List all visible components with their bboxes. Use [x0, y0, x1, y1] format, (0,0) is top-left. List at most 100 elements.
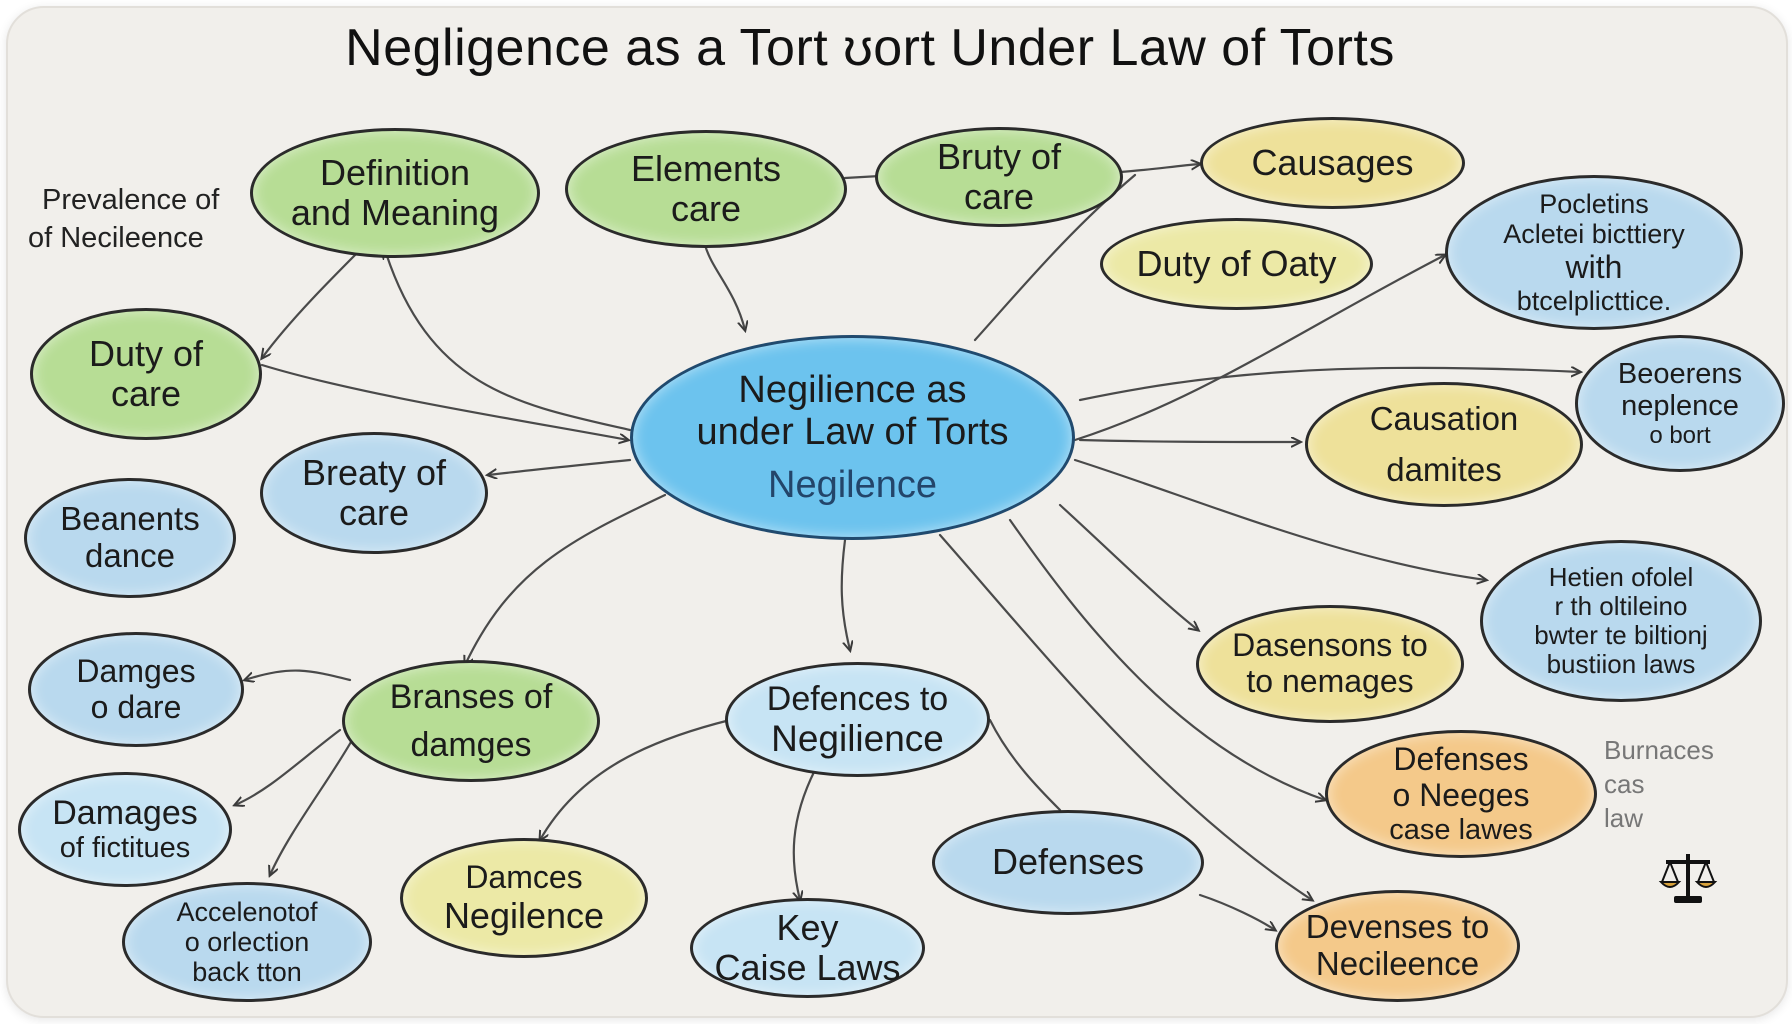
node-bruty-line-1: Bruty of — [936, 135, 1062, 177]
node-acceleration-line-1: Accelenotof — [176, 896, 318, 927]
note-burnaces: Burnaces cas law — [1604, 734, 1714, 835]
node-causation-line-2: damites — [1386, 450, 1502, 488]
node-bruty[interactable]: Bruty of care — [875, 127, 1123, 227]
node-hetien-line-1: Hetien ofolel — [1548, 561, 1694, 592]
node-duty-of-care-line-2: care — [110, 373, 182, 414]
node-pocketing-line-1: Pocletins — [1539, 189, 1649, 220]
node-causation-line-1: Causation — [1369, 399, 1519, 437]
node-beoerens[interactable]: Beoerens neplence o bort — [1575, 335, 1785, 472]
node-beanents-line-1: Beanents — [60, 500, 200, 538]
link-center-defenceskey — [840, 538, 850, 650]
link-dutycare-center — [260, 363, 628, 440]
node-duty-of-care[interactable]: Duty of care — [30, 308, 262, 440]
note-burnaces-line-2: cas — [1604, 768, 1645, 799]
node-duty-oaty[interactable]: Duty of Oaty — [1100, 218, 1373, 310]
node-beoerens-line-1: Beoerens — [1617, 357, 1743, 390]
node-pocketing-line-4: btcelplicttice. — [1516, 285, 1672, 316]
node-devenses-necileence[interactable]: Devenses to Necileence — [1275, 890, 1520, 1002]
node-defenses-neges-line-1: Defenses — [1393, 740, 1529, 777]
node-damages-fictitues-line-1: Damages — [52, 794, 198, 833]
link-defenses-devenses — [1198, 893, 1275, 930]
node-beoerens-line-2: neplence — [1621, 390, 1739, 423]
node-damges-dare[interactable]: Damges o dare — [28, 632, 244, 747]
node-beanents-line-2: dance — [85, 537, 175, 574]
node-key-cases[interactable]: Key Caise Laws — [690, 898, 925, 998]
link-center-beoerens — [1078, 368, 1580, 402]
node-key-cases-line-1: Key — [776, 906, 839, 948]
link-center-pocketing — [1073, 255, 1445, 442]
node-causation[interactable]: Causation damites — [1305, 382, 1583, 507]
node-hetien-line-3: bwter te biltionj — [1534, 620, 1708, 650]
node-defences-to-negilience-line-1: Defences to — [766, 679, 949, 718]
node-damages-fictitues-line-2: of fictitues — [59, 832, 191, 865]
note-burnaces-line-3: law — [1604, 802, 1644, 833]
node-damages-fictitues[interactable]: Damages of fictitues — [18, 772, 232, 887]
node-dasensons-line-1: Dasensons to — [1232, 627, 1428, 664]
node-breaty-line-2: care — [338, 492, 410, 533]
node-acceleration-line-2: o orlection — [184, 926, 310, 957]
node-definition-line-1: Definition — [319, 151, 471, 193]
node-key-cases-line-2: Caise Laws — [714, 947, 901, 988]
node-devenses-necileence-line-2: Necileence — [1315, 945, 1480, 982]
node-acceleration-line-3: back tton — [192, 957, 302, 988]
node-defences-to-negilience-line-2: Negilience — [771, 717, 944, 759]
node-hetien-line-2: r th oltileino — [1554, 590, 1688, 621]
node-branses-line-2: damges — [410, 726, 532, 764]
link-center-causation — [1078, 440, 1300, 442]
node-defenses-neges-line-3: case lawes — [1389, 813, 1533, 846]
central-node[interactable]: Negilience as under Law of Torts Negilen… — [630, 335, 1075, 540]
node-dasensons-line-2: to nemages — [1246, 663, 1414, 699]
link-branses-damgesdare — [245, 669, 352, 680]
node-branses[interactable]: Branses of damges — [342, 660, 600, 782]
node-beanents[interactable]: Beanents dance — [24, 478, 236, 598]
link-center-defensesorange — [1008, 518, 1325, 800]
node-defenses[interactable]: Defenses — [932, 810, 1204, 915]
node-damces-negilence[interactable]: Damces Negilence — [400, 838, 648, 958]
link-defences-key — [794, 768, 817, 900]
node-definition-line-2: and Meaning — [290, 192, 500, 233]
node-damges-dare-line-1: Damges — [76, 652, 196, 689]
node-branses-line-1: Branses of — [389, 677, 553, 716]
node-causages-line-1: Causages — [1251, 141, 1414, 183]
link-center-branses — [465, 493, 667, 665]
node-devenses-necileence-line-1: Devenses to — [1305, 908, 1490, 946]
link-elements-center — [703, 243, 745, 330]
scales-of-justice-icon — [1658, 854, 1718, 903]
link-branses-damagesfict — [235, 728, 342, 805]
link-center-dasensons — [1058, 503, 1198, 630]
node-duty-of-care-line-1: Duty of — [88, 332, 204, 374]
node-defences-to-negilience[interactable]: Defences to Negilience — [725, 662, 990, 777]
node-damges-dare-line-2: o dare — [90, 688, 182, 725]
note-prevalence: Prevalence of of Necileence — [28, 182, 219, 257]
link-elements-bruty — [843, 174, 882, 180]
node-pocketing[interactable]: Pocletins Acletei bicttiery with btcelpl… — [1445, 175, 1743, 330]
link-definition-duty — [262, 238, 372, 358]
node-duty-oaty-line-1: Duty of Oaty — [1136, 242, 1337, 284]
link-center-hetien — [1073, 458, 1486, 580]
node-elements-line-2: care — [670, 188, 742, 229]
page-title: Negligence as a Tort ʊort Under Law of T… — [345, 19, 1395, 77]
link-center-definition — [385, 250, 632, 432]
node-beoerens-line-3: o bort — [1649, 421, 1711, 449]
node-acceleration[interactable]: Accelenotof o orlection back tton — [122, 882, 372, 1002]
node-hetien[interactable]: Hetien ofolel r th oltileino bwter te bi… — [1480, 540, 1762, 702]
node-elements[interactable]: Elements care — [565, 130, 847, 248]
node-breaty[interactable]: Breaty of care — [260, 432, 488, 554]
link-center-defenses — [988, 718, 1062, 812]
node-hetien-line-4: bustiion laws — [1546, 649, 1696, 680]
node-defenses-neges[interactable]: Defenses o Neeges case lawes — [1325, 730, 1597, 858]
node-defenses-neges-line-2: o Neeges — [1392, 776, 1530, 813]
central-line-1: Negilience as — [738, 368, 967, 411]
link-bruty-causages — [1118, 164, 1200, 174]
link-center-breaty — [488, 458, 632, 475]
node-definition[interactable]: Definition and Meaning — [250, 128, 540, 258]
link-center-devenses — [938, 533, 1312, 900]
node-breaty-line-1: Breaty of — [301, 451, 447, 493]
node-bruty-line-2: care — [963, 176, 1035, 217]
central-line-3: Negilence — [768, 463, 937, 506]
note-prevalence-line-2: of Necileence — [28, 221, 204, 254]
node-causages[interactable]: Causages — [1200, 117, 1465, 209]
link-defences-damces — [540, 718, 732, 840]
note-burnaces-line-1: Burnaces — [1604, 735, 1714, 765]
node-dasensons[interactable]: Dasensons to to nemages — [1196, 605, 1464, 723]
